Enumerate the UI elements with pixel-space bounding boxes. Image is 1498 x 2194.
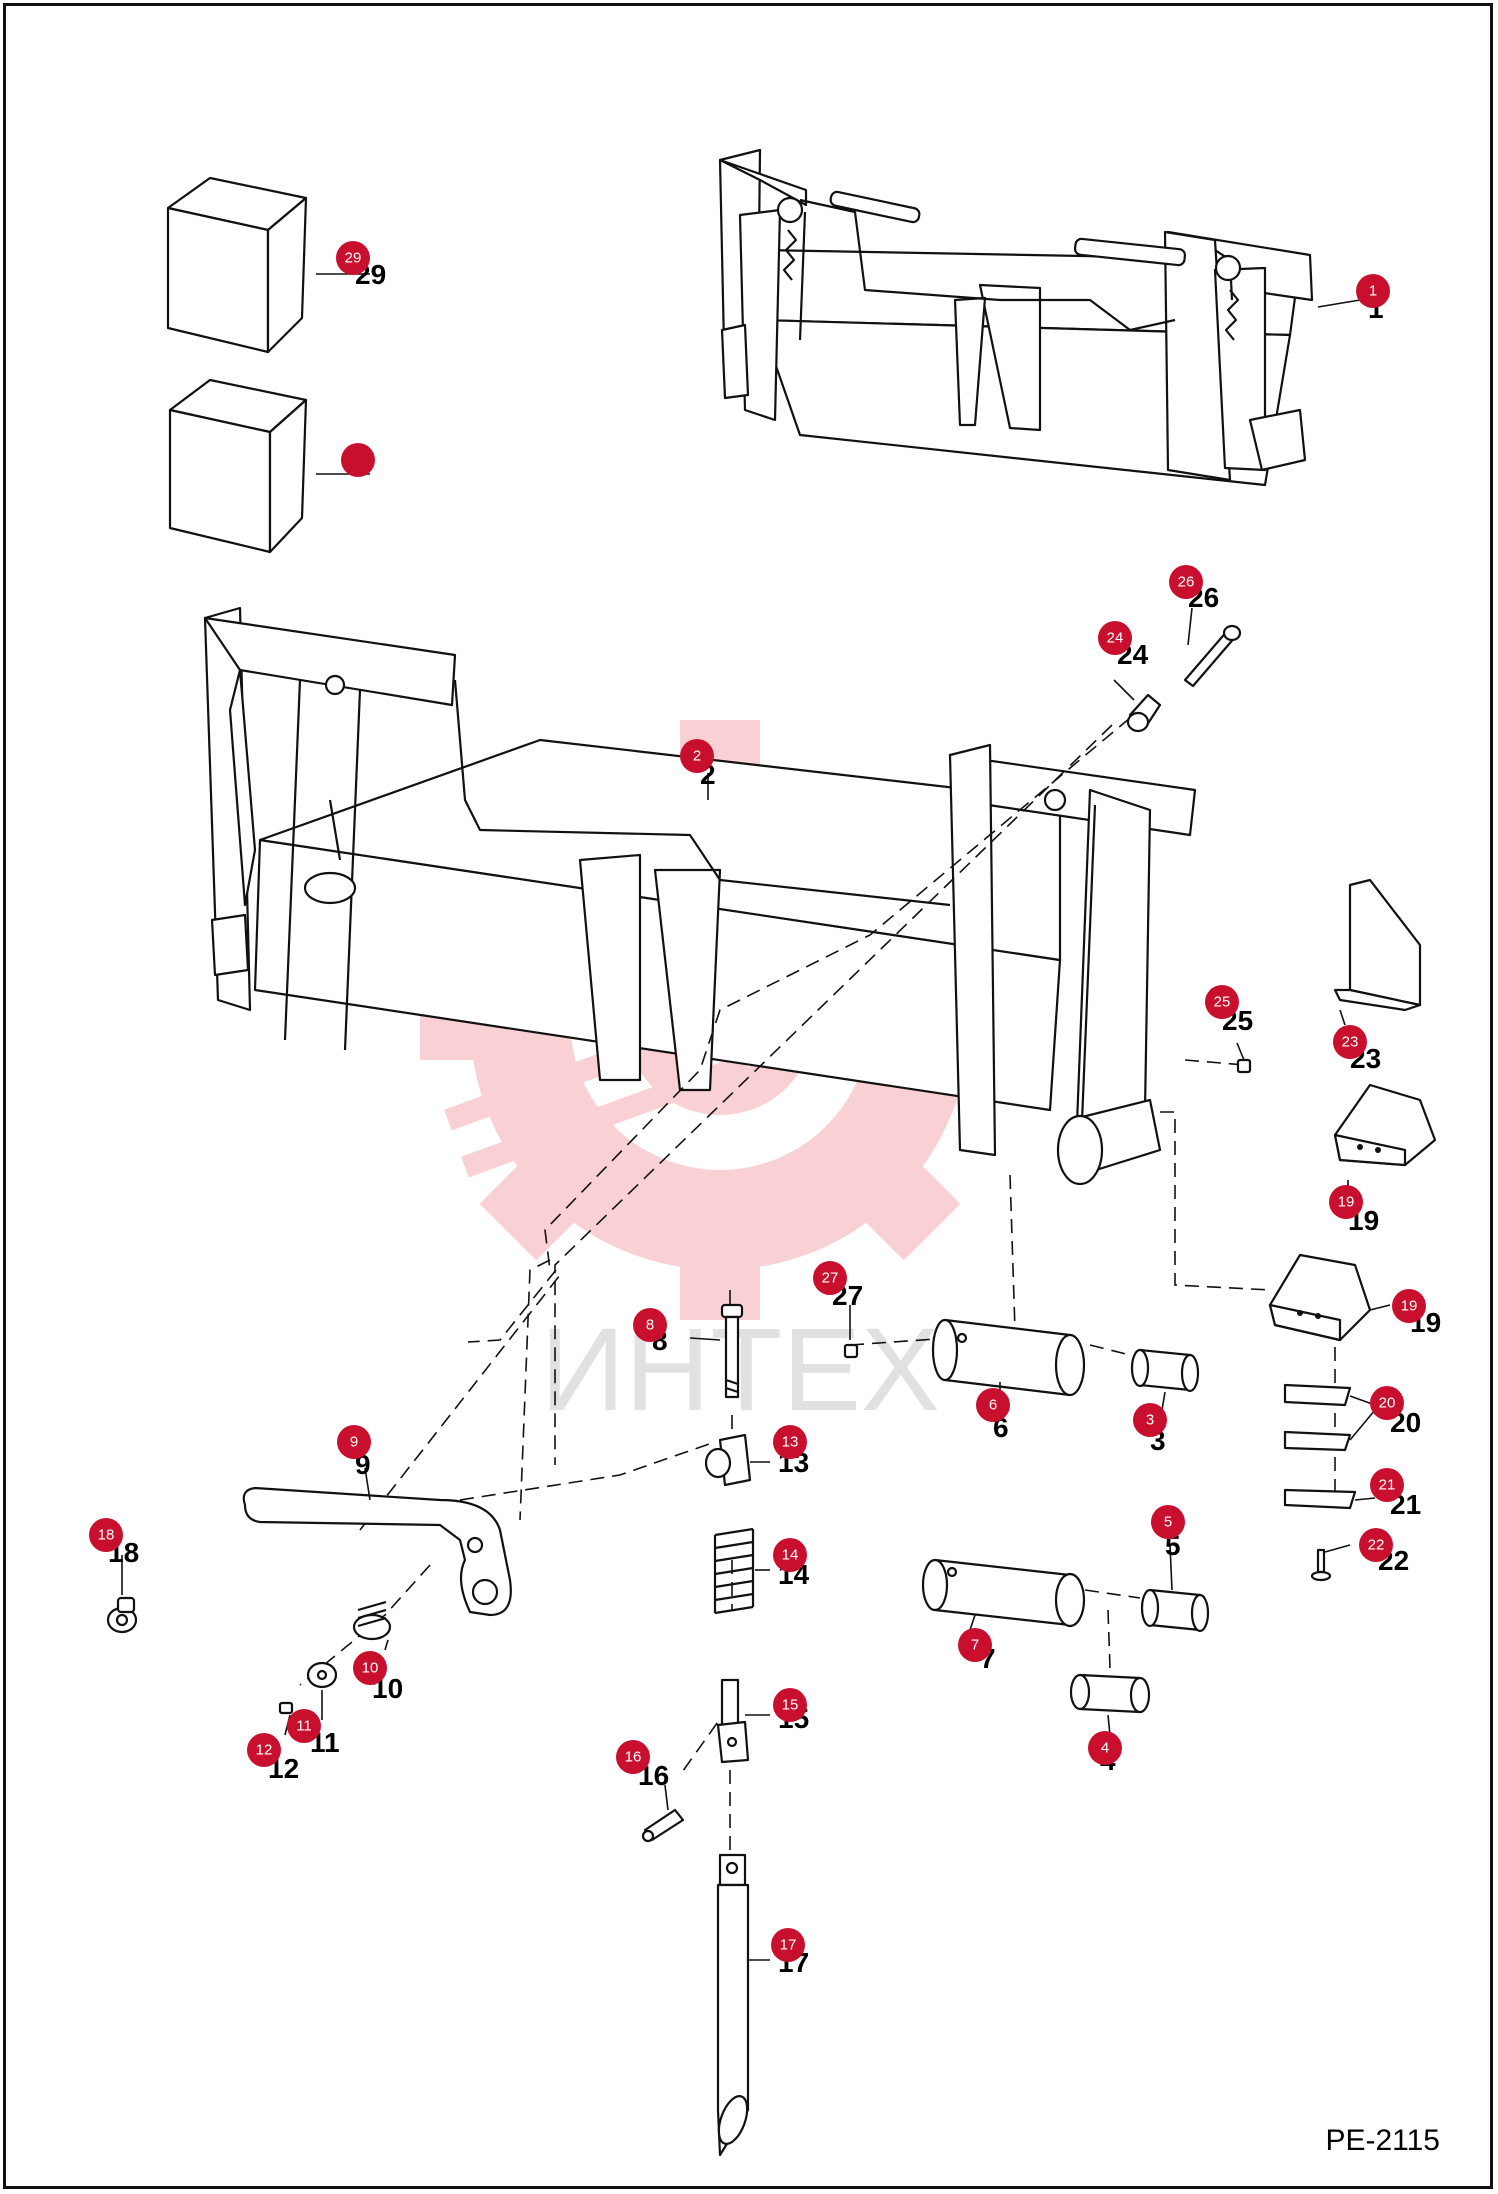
badge-13[interactable]: 13: [773, 1425, 807, 1459]
svg-text:23: 23: [1342, 1034, 1359, 1051]
part-14-spring: [713, 1527, 755, 1615]
part-20-shim-lower: [1283, 1430, 1352, 1452]
badge-24[interactable]: 24: [1098, 621, 1132, 655]
part-28-box: [166, 176, 308, 354]
badge-26[interactable]: 26: [1169, 565, 1203, 599]
badge-2[interactable]: 2: [680, 739, 714, 773]
svg-text:21: 21: [1379, 1477, 1396, 1494]
svg-text:2: 2: [693, 748, 701, 765]
part-8-pin: [720, 1303, 744, 1399]
part-11-washer: [306, 1661, 338, 1689]
part-23-bracket: [1333, 878, 1422, 1012]
svg-text:27: 27: [822, 1270, 839, 1287]
svg-text:18: 18: [98, 1527, 115, 1544]
badge-4[interactable]: 4: [1088, 1731, 1122, 1765]
svg-text:12: 12: [256, 1742, 273, 1759]
badge-18[interactable]: 18: [89, 1518, 123, 1552]
callout-badges: 29 1 26 24 2 25 23 19 19 27 8 20 6 3 9 1…: [89, 241, 1426, 1962]
assembly-lines: [299, 717, 1336, 1860]
part-3-bushing: [1130, 1348, 1200, 1393]
svg-text:1: 1: [1369, 283, 1377, 300]
badge-11[interactable]: 11: [287, 1709, 321, 1743]
part-5-bushing: [1140, 1588, 1210, 1633]
svg-text:10: 10: [362, 1660, 379, 1677]
badge-27[interactable]: 27: [813, 1261, 847, 1295]
part-24-bushing: [1126, 693, 1162, 733]
part-19-wedge-upper: [1333, 1083, 1437, 1167]
badge-3[interactable]: 3: [1133, 1403, 1167, 1437]
svg-text:3: 3: [1146, 1412, 1154, 1429]
badge-29[interactable]: [341, 443, 375, 477]
badge-12[interactable]: 12: [247, 1733, 281, 1767]
badge-16[interactable]: 16: [616, 1740, 650, 1774]
svg-text:29: 29: [345, 250, 362, 267]
page-border: [3, 3, 1493, 2189]
svg-text:24: 24: [1107, 630, 1124, 647]
svg-text:16: 16: [625, 1749, 642, 1766]
badge-8[interactable]: 8: [633, 1308, 667, 1342]
svg-text:19: 19: [1338, 1194, 1355, 1211]
part-1-frame-assembly: [718, 148, 1314, 487]
part-16-pin: [641, 1808, 685, 1843]
part-10-spring: [352, 1600, 392, 1641]
badge-17[interactable]: 17: [771, 1928, 805, 1962]
drawing-code: PE-2115: [1325, 2124, 1440, 2157]
svg-text:5: 5: [1164, 1514, 1172, 1531]
part-22-screw: [1310, 1548, 1332, 1582]
badge-20[interactable]: 20: [1370, 1386, 1404, 1420]
badge-14[interactable]: 14: [773, 1538, 807, 1572]
leader-lines: [121, 273, 1391, 1961]
part-12-bolt: [278, 1701, 294, 1715]
svg-text:7: 7: [971, 1637, 979, 1654]
svg-text:25: 25: [1214, 994, 1231, 1011]
svg-text:22: 22: [1368, 1537, 1385, 1554]
svg-text:4: 4: [1101, 1740, 1109, 1757]
svg-text:6: 6: [989, 1397, 997, 1414]
badge-22[interactable]: 22: [1359, 1528, 1393, 1562]
svg-text:8: 8: [646, 1317, 654, 1334]
svg-text:13: 13: [782, 1434, 799, 1451]
part-27-grease-fitting: [843, 1343, 859, 1359]
badge-1[interactable]: 1: [1356, 274, 1390, 308]
part-18-nut: [106, 1596, 138, 1634]
svg-text:26: 26: [1178, 574, 1195, 591]
badge-10[interactable]: 10: [353, 1651, 387, 1685]
part-26-bolt: [1183, 624, 1242, 688]
part-7-sleeve: [921, 1558, 1086, 1628]
part-25-nut: [1236, 1058, 1252, 1074]
watermark-text: ИНТЕХ: [540, 1304, 940, 1436]
part-20-shim-upper: [1283, 1383, 1352, 1407]
svg-text:20: 20: [1379, 1395, 1396, 1412]
part-13-block: [704, 1433, 752, 1487]
badge-23[interactable]: 23: [1333, 1025, 1367, 1059]
part-2-main-frame: [203, 606, 1197, 1186]
part-4-bushing: [1069, 1673, 1151, 1714]
part-21-plate: [1283, 1488, 1357, 1510]
svg-text:19: 19: [1401, 1298, 1418, 1315]
badge-6[interactable]: 6: [976, 1388, 1010, 1422]
badge-19-upper[interactable]: 19: [1329, 1185, 1363, 1219]
badge-15[interactable]: 15: [773, 1688, 807, 1722]
svg-text:15: 15: [782, 1697, 799, 1714]
badge-7[interactable]: 7: [958, 1628, 992, 1662]
part-17-handle: [716, 1853, 750, 2157]
svg-text:9: 9: [350, 1434, 358, 1451]
part-29-box: [168, 378, 308, 554]
badge-19-lower[interactable]: 19: [1392, 1289, 1426, 1323]
part-19-wedge-lower: [1268, 1253, 1372, 1342]
part-6-sleeve: [931, 1318, 1086, 1397]
badge-28[interactable]: 29: [336, 241, 370, 275]
badge-5[interactable]: 5: [1151, 1505, 1185, 1539]
svg-text:11: 11: [296, 1718, 312, 1735]
badge-9[interactable]: 9: [337, 1425, 371, 1459]
part-9-lever: [242, 1486, 512, 1617]
badge-21[interactable]: 21: [1370, 1468, 1404, 1502]
part-15-clevis: [716, 1678, 750, 1764]
badge-25[interactable]: 25: [1205, 985, 1239, 1019]
svg-text:17: 17: [780, 1937, 797, 1954]
svg-text:14: 14: [782, 1547, 799, 1564]
